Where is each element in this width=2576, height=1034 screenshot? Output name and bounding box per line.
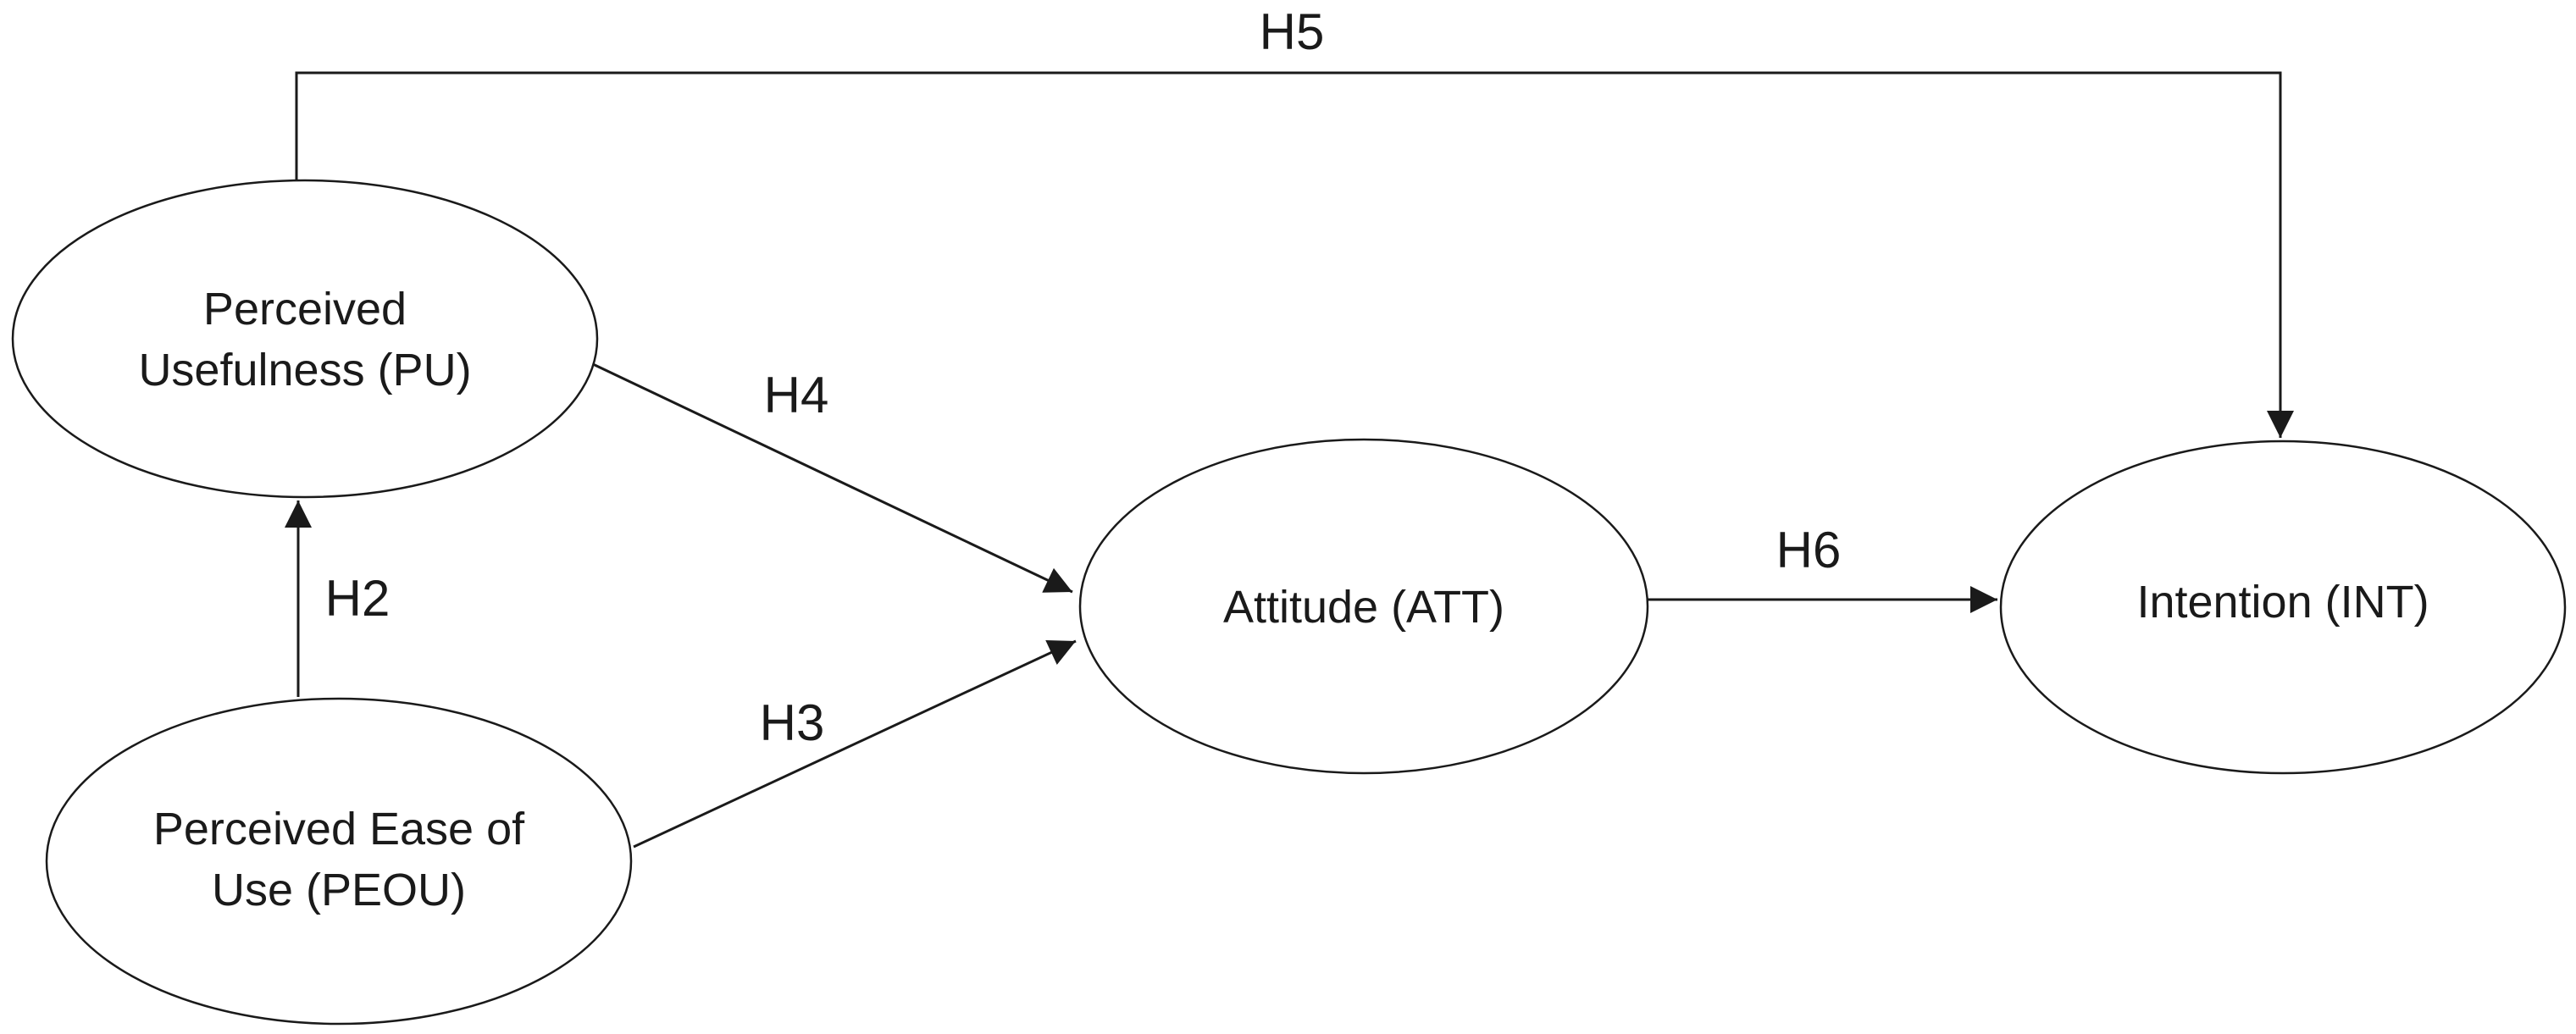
edge-h5-pu-to-int (295, 71, 2294, 438)
node-perceived-ease-of-use (45, 697, 633, 1026)
node-label-peou-line1: Perceived Ease of (153, 804, 525, 854)
edge-label-h2: H2 (325, 570, 391, 627)
edge-h3-peou-to-att (633, 639, 1077, 849)
node-intention (1999, 440, 2567, 775)
node-label-int: Intention (INT) (2136, 577, 2429, 628)
edge-label-h5: H5 (1260, 3, 1325, 60)
node-perceived-usefulness (11, 179, 599, 499)
node-label-peou-line2: Use (PEOU) (212, 865, 466, 915)
node-label-pu-line2: Usefulness (PU) (138, 345, 471, 395)
node-attitude (1078, 438, 1649, 775)
edge-label-h6: H6 (1776, 522, 1842, 578)
edge-h4-pu-to-att (592, 362, 1073, 594)
node-label-att: Attitude (ATT) (1223, 582, 1504, 633)
edge-label-h4: H4 (764, 367, 829, 423)
node-label-pu-line1: Perceived (203, 284, 407, 335)
edge-label-h3: H3 (760, 694, 825, 751)
